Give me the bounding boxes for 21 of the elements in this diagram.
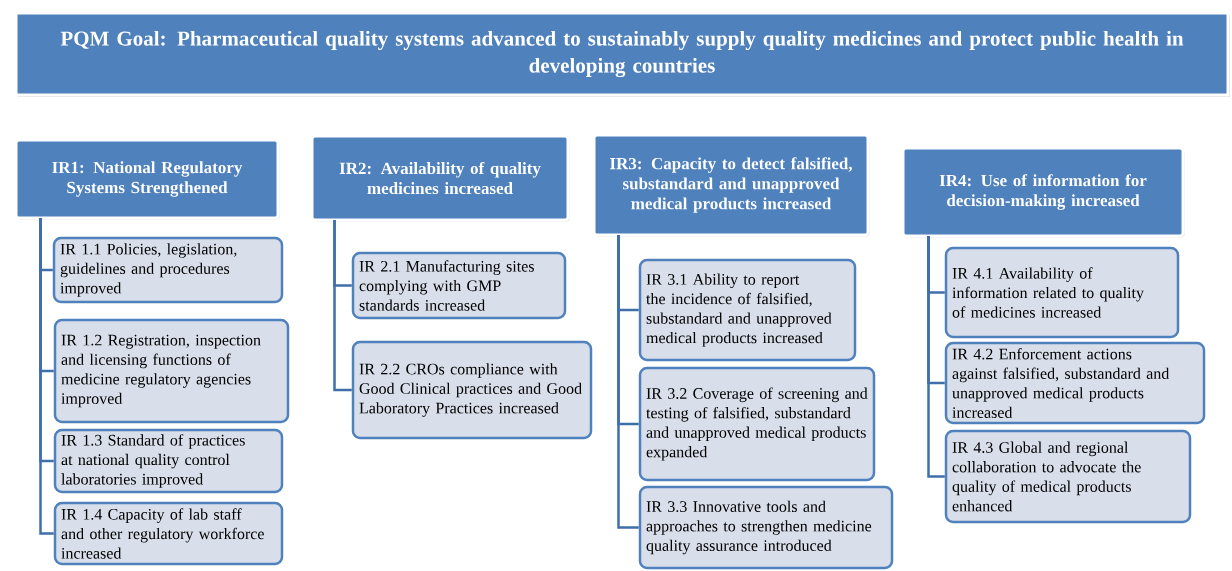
connector	[39, 218, 54, 535]
title-banner: PQM Goal: Pharmaceutical quality systems advanced to sustainably supply quality medicines and protect public health in developing countries	[14, 11, 1230, 97]
result-box: IR 1.3 Standard of practices at national quality control laboratories improved	[53, 428, 284, 494]
goal-box: IR3: Capacity to detect falsified, substandard and unapproved medical products increased	[592, 133, 870, 237]
connector	[333, 220, 352, 392]
result-box: IR 1.1 Policies, legislation, guidelines and procedures improved	[52, 236, 284, 304]
result-box: IR 4.3 Global and regional collaboration to advocate the quality of medical products enhanced	[944, 429, 1192, 524]
result-box: IR 2.1 Manufacturing sites complying with GMP standards increased	[351, 251, 567, 320]
result-box: IR 3.3 Innovative tools and approaches to strengthen medicine quality assurance introduced	[638, 485, 894, 570]
result-box: IR 3.1 Ability to report the incidence of falsified, substandard and unapproved medical products increased	[638, 258, 857, 362]
connector	[617, 235, 639, 529]
result-box: IR 2.2 CROs compliance with Good Clinical practices and Good Laboratory Practices increased	[351, 340, 593, 440]
result-box: IR 4.1 Availability of information related to quality of medicines increased	[944, 246, 1180, 339]
connector	[927, 236, 945, 478]
result-box: IR 1.4 Capacity of lab staff and other regulatory workforce increased	[53, 501, 284, 566]
result-box: IR 3.2 Coverage of screening and testing of falsified, substandard and unapproved medical products expanded	[638, 366, 876, 482]
goal-box: IR1: National Regulatory Systems Strengthened	[14, 138, 280, 220]
goal-box: IR2: Availability of quality medicines increased	[310, 134, 570, 222]
result-box: IR 1.2 Registration, inspection and licensing functions of medicine regulatory agencies improved	[53, 318, 290, 424]
result-box: IR 4.2 Enforcement actions against falsified, substandard and unapproved medical products increased	[944, 341, 1206, 425]
goal-box: IR4: Use of information for decision-making increased	[901, 146, 1185, 238]
